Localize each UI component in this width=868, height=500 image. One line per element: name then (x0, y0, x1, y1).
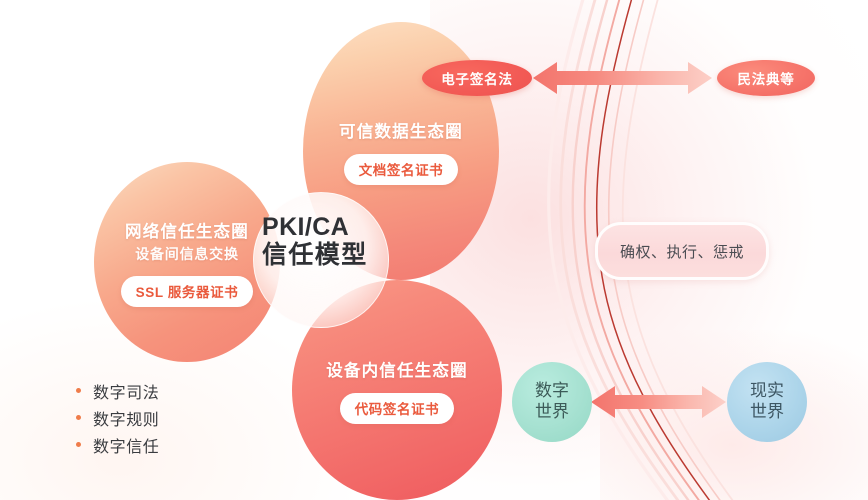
list-item: 数字司法 (76, 377, 159, 404)
bullet-list: 数字司法 数字规则 数字信任 (76, 377, 159, 458)
ecosystem-subtitle: 设备间信息交换 (135, 245, 239, 262)
bullet-dot-icon (76, 442, 81, 447)
bullet-dot-icon (76, 388, 81, 393)
enforcement-label: 确权、执行、惩戒 (619, 243, 744, 261)
world-double-arrow (591, 386, 726, 418)
certificate-badge-document-signing[interactable]: 文档签名证书 (343, 153, 459, 185)
list-item: 数字规则 (76, 404, 159, 431)
center-hub-line1: PKI/CA (262, 213, 350, 241)
world-label-line2: 世界 (750, 402, 784, 421)
world-circle-digital[interactable]: 数字 世界 (512, 362, 592, 442)
center-hub-line2: 信任模型 (262, 241, 368, 269)
bullet-label: 数字规则 (93, 411, 160, 429)
law-pill-electronic-signature-law[interactable]: 电子签名法 (422, 60, 532, 96)
world-label-line1: 数字 (535, 381, 569, 401)
enforcement-box[interactable]: 确权、执行、惩戒 (595, 222, 769, 280)
list-item: 数字信任 (76, 431, 159, 458)
world-label-line1: 现实 (750, 381, 784, 401)
ecosystem-title: 可信数据生态圈 (339, 122, 463, 141)
certificate-badge-ssl[interactable]: SSL 服务器证书 (120, 275, 254, 307)
law-pill-civil-code[interactable]: 民法典等 (717, 60, 815, 96)
bullet-dot-icon (76, 415, 81, 420)
world-label-line2: 世界 (535, 402, 569, 421)
law-double-arrow (533, 62, 712, 94)
ecosystem-title: 网络信任生态圈 (125, 222, 249, 241)
bullet-label: 数字司法 (93, 384, 160, 402)
center-hub-label: PKI/CA 信任模型 (262, 213, 398, 269)
world-circle-real[interactable]: 现实 世界 (727, 362, 807, 442)
ecosystem-title: 设备内信任生态圈 (326, 361, 468, 380)
bullet-label: 数字信任 (93, 438, 160, 456)
certificate-badge-code-signing[interactable]: 代码签名证书 (339, 392, 455, 424)
